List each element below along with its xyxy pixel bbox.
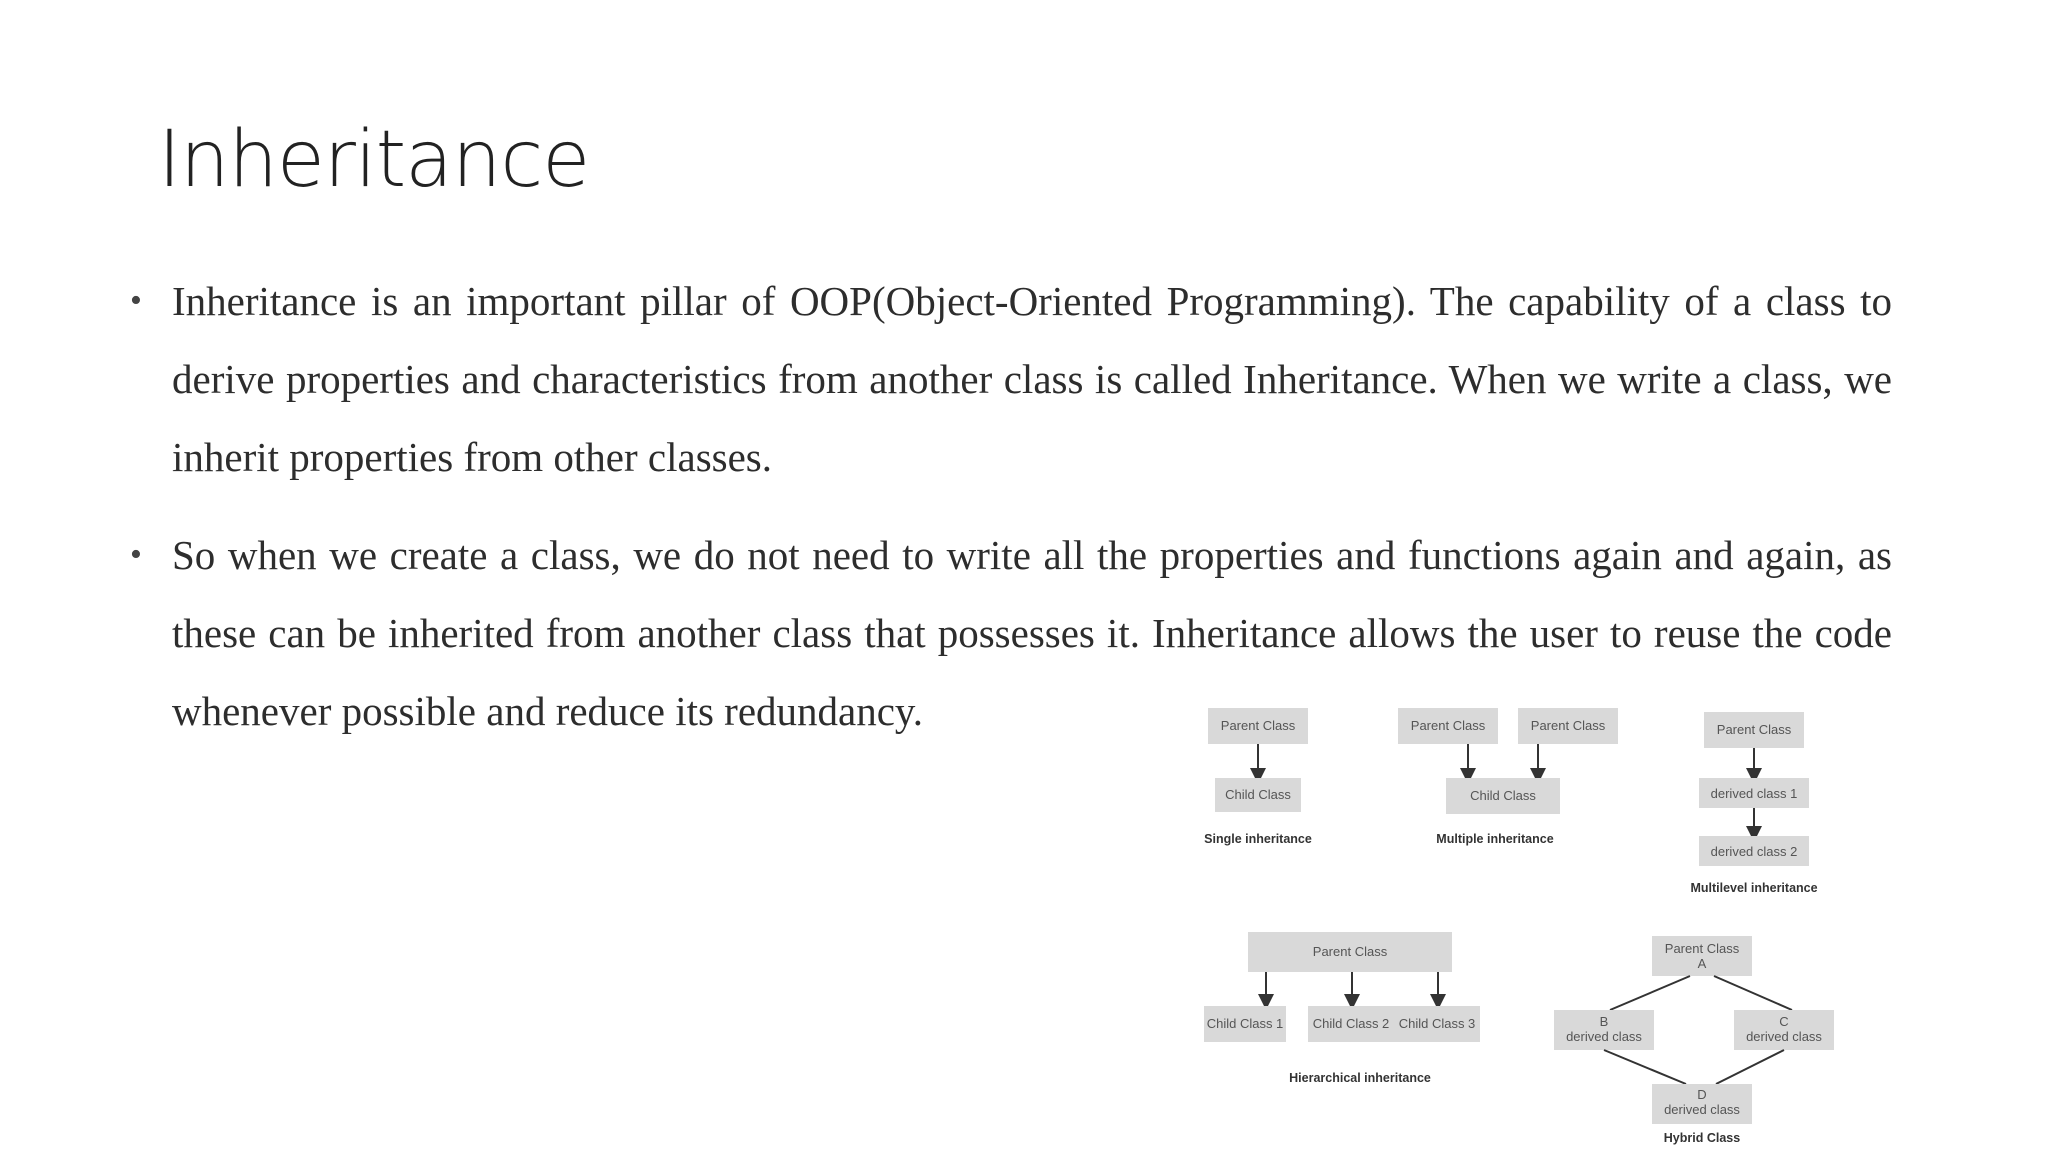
hybrid-d-box [1652,1084,1752,1124]
bullet-text: So when we create a class, we do not nee… [172,532,1892,734]
hierarchical-child3-box [1394,1006,1480,1042]
hybrid-line-ab [1609,975,1691,1011]
hybrid-b-label: derived class [1566,1029,1642,1044]
multiple-parent2-box [1518,708,1618,744]
multiple-parent2-label: Parent Class [1531,718,1606,733]
bullet-dot-icon: • [130,536,142,573]
multilevel-inheritance-diagram: Parent Class derived class 1 derived cla… [1690,712,1818,895]
hybrid-d-label: derived class [1664,1102,1740,1117]
multiple-child-label: Child Class [1470,788,1536,803]
inheritance-types-diagram: Parent Class Child Class Single inherita… [1190,700,1850,1150]
multilevel-parent-label: Parent Class [1717,722,1792,737]
hybrid-line-cd [1715,1049,1785,1085]
hierarchical-child3-label: Child Class 3 [1399,1016,1476,1031]
hybrid-inheritance-diagram: Parent Class A B derived class C derived… [1554,936,1834,1145]
hybrid-b-box [1554,1010,1654,1050]
multilevel-derived1-label: derived class 1 [1711,786,1798,801]
single-parent-label: Parent Class [1221,718,1296,733]
hybrid-a-box [1652,936,1752,976]
hierarchical-caption: Hierarchical inheritance [1289,1071,1431,1085]
multilevel-derived2-box [1699,836,1809,866]
hierarchical-child1-label: Child Class 1 [1207,1016,1284,1031]
hierarchical-child2-box [1308,1006,1394,1042]
single-parent-box [1208,708,1308,744]
hierarchical-parent-box [1248,932,1452,972]
slide-title: Inheritance [158,115,590,205]
multiple-parent1-label: Parent Class [1411,718,1486,733]
multiple-inheritance-diagram: Parent Class Parent Class Child Class Mu… [1398,708,1618,846]
hybrid-line-ac [1713,975,1793,1011]
single-child-box [1215,778,1301,812]
hybrid-caption: Hybrid Class [1664,1131,1740,1145]
hybrid-a-letter: A [1698,956,1707,971]
multilevel-caption: Multilevel inheritance [1690,881,1817,895]
multiple-caption: Multiple inheritance [1436,832,1553,846]
bullet-item: • Inheritance is an important pillar of … [130,262,1892,496]
hybrid-c-label: derived class [1746,1029,1822,1044]
bullet-list: • Inheritance is an important pillar of … [130,262,1892,770]
single-child-label: Child Class [1225,787,1291,802]
multiple-parent1-box [1398,708,1498,744]
hybrid-line-bd [1603,1049,1687,1085]
hierarchical-parent-label: Parent Class [1313,944,1388,959]
hierarchical-inheritance-diagram: Parent Class Child Class 1 Child Class 2… [1204,932,1480,1085]
single-caption: Single inheritance [1204,832,1312,846]
hybrid-d-letter: D [1697,1087,1706,1102]
multilevel-parent-box [1704,712,1804,748]
multilevel-derived2-label: derived class 2 [1711,844,1798,859]
bullet-dot-icon: • [130,282,142,319]
bullet-item: • So when we create a class, we do not n… [130,516,1892,750]
multiple-child-box [1446,778,1560,814]
hierarchical-child1-box [1204,1006,1286,1042]
hybrid-c-box [1734,1010,1834,1050]
multilevel-derived1-box [1699,778,1809,808]
hybrid-a-label: Parent Class [1665,941,1740,956]
inheritance-diagram-svg: Parent Class Child Class Single inherita… [1204,708,1834,1145]
hybrid-c-letter: C [1779,1014,1788,1029]
hierarchical-child2-label: Child Class 2 [1313,1016,1390,1031]
bullet-text: Inheritance is an important pillar of OO… [172,278,1892,480]
single-inheritance-diagram: Parent Class Child Class Single inherita… [1204,708,1312,846]
hybrid-b-letter: B [1600,1014,1609,1029]
